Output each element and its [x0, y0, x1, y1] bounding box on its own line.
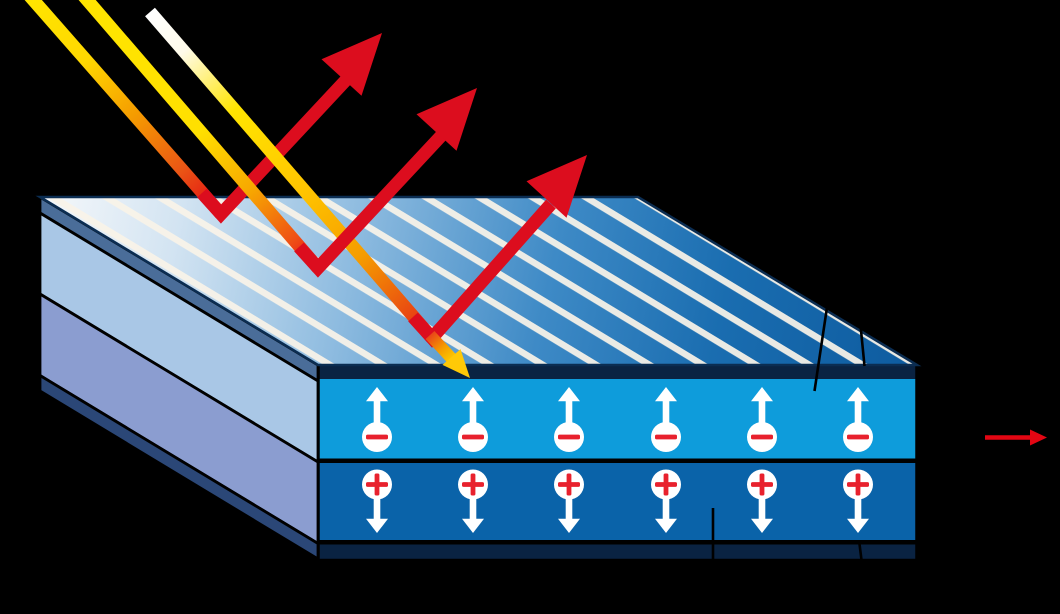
- junction-separator-line: [318, 458, 917, 463]
- reflected-arrow-shaft-2: [294, 131, 446, 278]
- front-bottom-contact-layer: [318, 544, 917, 559]
- reflected-arrow-head-3: [526, 155, 587, 218]
- front-top-contact-layer: [318, 365, 917, 379]
- base-contact-separator-line: [318, 540, 917, 545]
- reflected-arrow-shaft-1: [197, 75, 351, 224]
- absorbed-ray-shaft: [425, 330, 458, 365]
- incident-sun-ray-3: [145, 7, 437, 343]
- reflected-arrow-head-1: [321, 33, 382, 96]
- incident-sun-ray-2: [78, 0, 323, 273]
- cell-front-face: [317, 362, 918, 562]
- front-emitter-layer: [318, 379, 917, 459]
- callout-line-emitter: [813, 293, 831, 392]
- light-rays: [24, 0, 587, 378]
- front-base-layer: [318, 463, 917, 540]
- cell-left-side-face: [38, 194, 320, 562]
- current-flow-arrow: [985, 429, 1047, 446]
- callout-line-top-contact: [858, 319, 866, 367]
- current-arrow-head: [1030, 429, 1047, 446]
- callout-lines: [711, 293, 866, 581]
- absorbed-ray-arrow-head: [442, 349, 470, 378]
- incident-sun-ray-1: [24, 0, 226, 219]
- reflected-arrow-head-2: [416, 88, 477, 151]
- callout-line-bottom-contact: [858, 543, 866, 581]
